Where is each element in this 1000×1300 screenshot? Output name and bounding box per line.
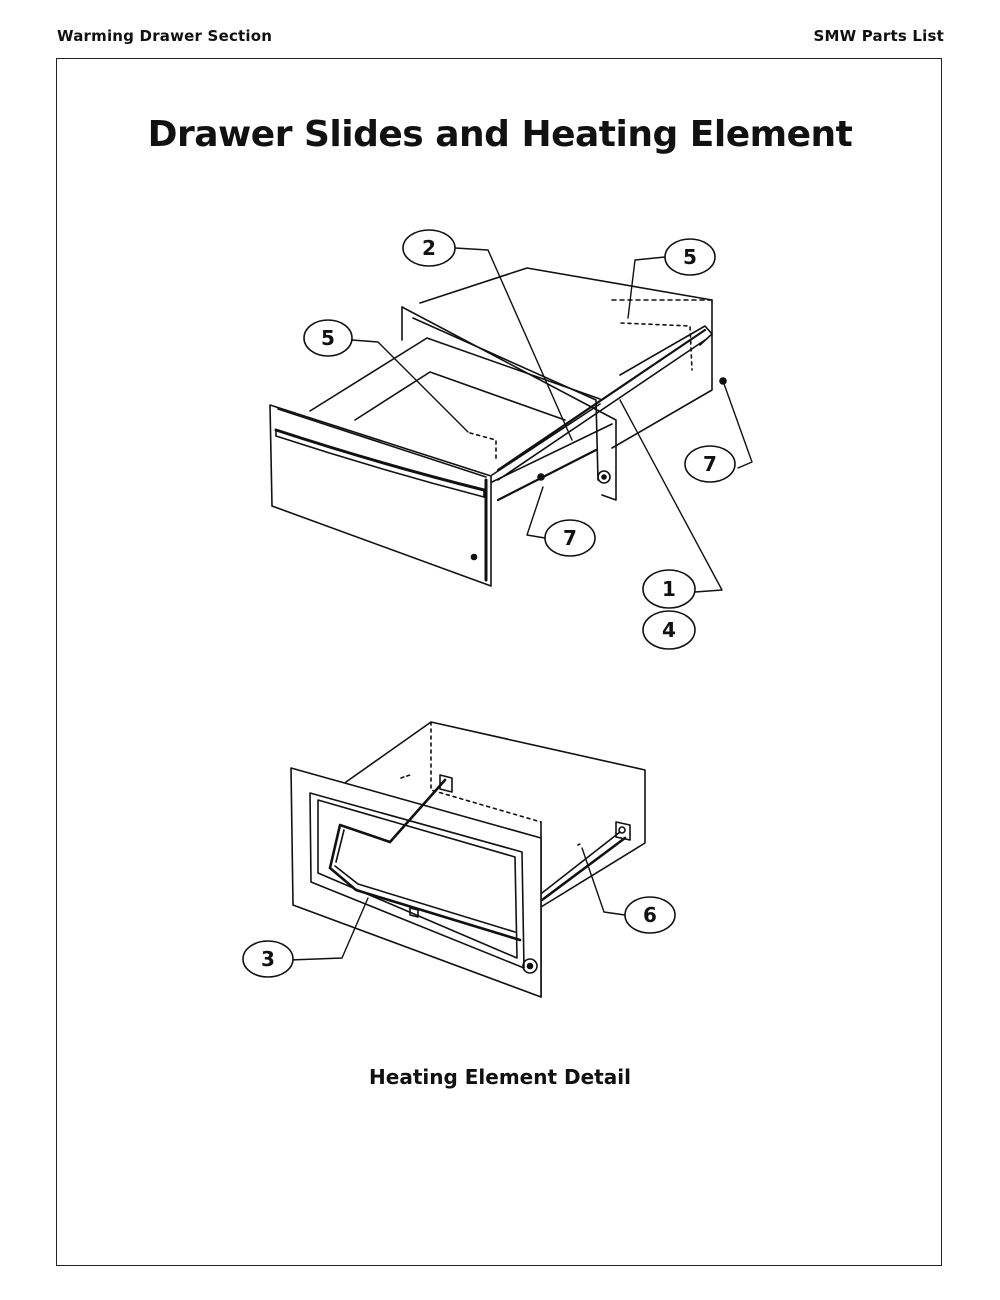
callout-6: 6 xyxy=(624,896,676,934)
callout-3: 3 xyxy=(242,940,294,978)
leader-lines-top xyxy=(351,247,753,593)
svg-text:6: 6 xyxy=(643,903,657,927)
heating-element-illustration xyxy=(290,721,646,998)
parts-list-header: SMW Parts List xyxy=(813,27,944,45)
svg-text:1: 1 xyxy=(662,577,676,601)
diagram-title: Drawer Slides and Heating Element xyxy=(147,114,853,155)
svg-text:5: 5 xyxy=(321,326,335,350)
callout-2: 2 xyxy=(402,229,456,267)
callout-1: 1 xyxy=(642,569,696,609)
detail-caption: Heating Element Detail xyxy=(369,1065,631,1089)
callout-7-slide: 7 xyxy=(544,519,596,557)
callout-5-cabinet: 5 xyxy=(664,238,716,276)
leader-lines-bottom xyxy=(289,847,626,961)
callout-4: 4 xyxy=(642,610,696,650)
section-header: Warming Drawer Section xyxy=(57,27,273,45)
svg-text:7: 7 xyxy=(563,526,577,550)
svg-text:2: 2 xyxy=(422,236,436,260)
callout-5-drawer: 5 xyxy=(303,319,353,357)
svg-text:3: 3 xyxy=(261,947,275,971)
svg-text:4: 4 xyxy=(662,618,676,642)
drawer-assembly-illustration xyxy=(269,267,727,587)
svg-text:7: 7 xyxy=(703,452,717,476)
svg-text:5: 5 xyxy=(683,245,697,269)
callout-7-right: 7 xyxy=(684,445,736,483)
page-frame xyxy=(56,58,942,1266)
